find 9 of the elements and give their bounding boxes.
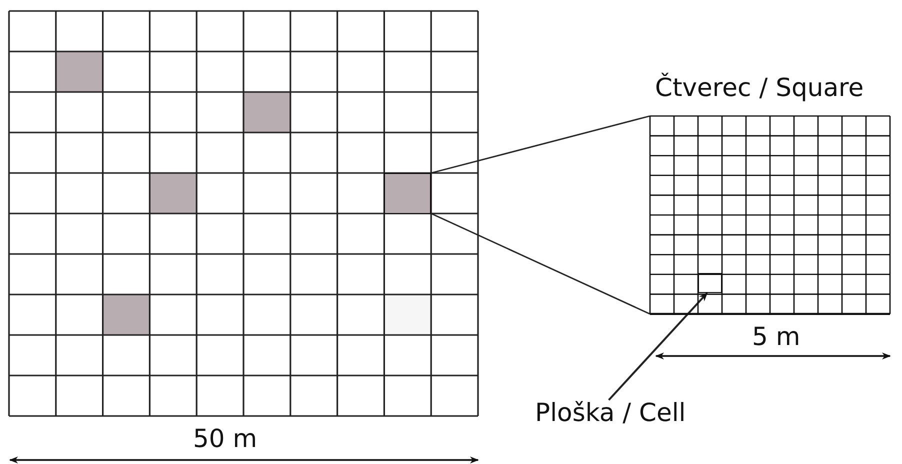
square-title: Čtverec / Square [655,75,864,100]
arrow [608,292,708,401]
dimension-label: 50 m [193,426,258,451]
zoom-line [430,115,650,174]
dimension-label: 5 m [752,324,800,349]
cell-label: Ploška / Cell [535,400,740,436]
zoom-line [430,212,650,315]
shaded-cell [384,173,432,214]
grid-cell [698,273,722,293]
